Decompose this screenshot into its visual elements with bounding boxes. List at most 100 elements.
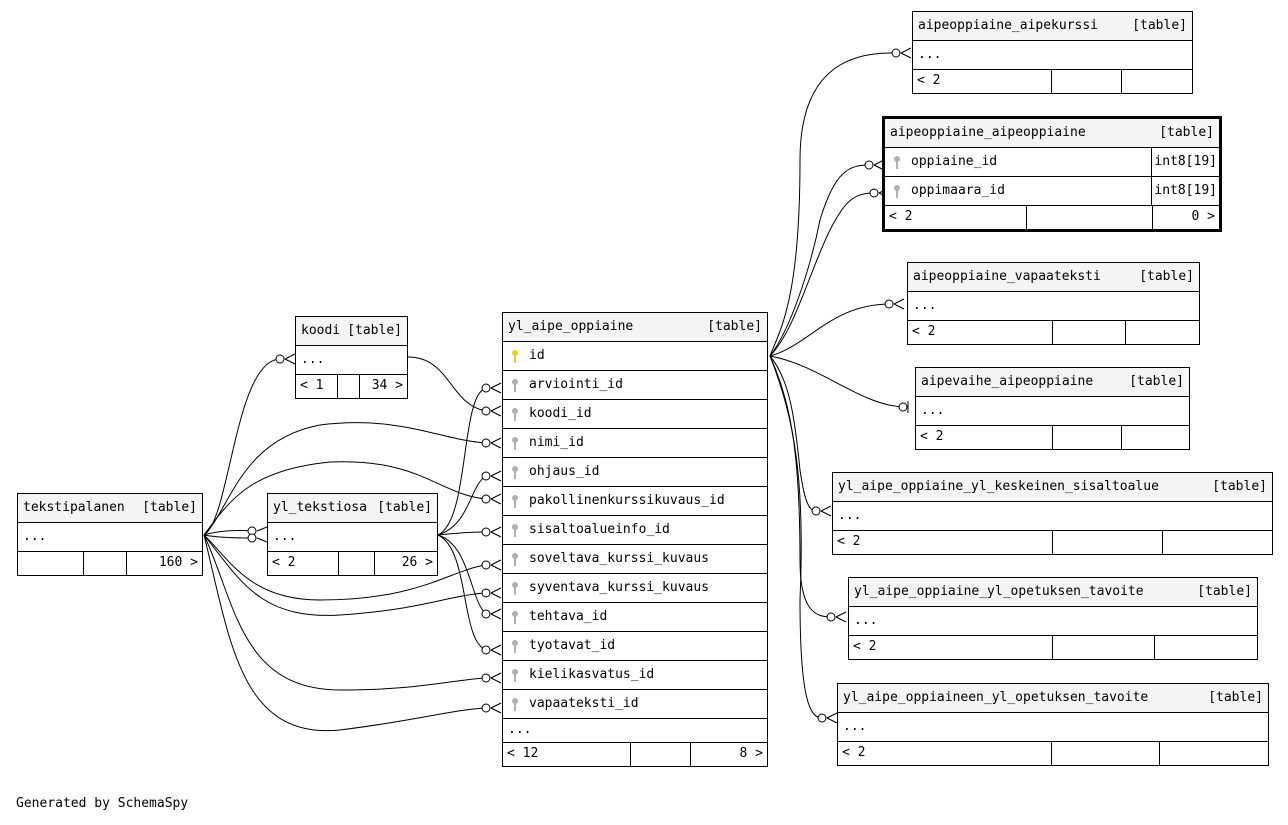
foreign-key-icon (511, 458, 529, 486)
edge-oppiaineen (769, 355, 823, 719)
column-name: sisaltoalueinfo_id (529, 522, 670, 537)
children-count[interactable] (1155, 636, 1257, 659)
column-row[interactable]: arviointi_id (503, 371, 767, 400)
table-header: yl_aipe_oppiaine_yl_keskeinen_sisaltoalu… (833, 473, 1272, 502)
columns-ellipsis: ... (916, 397, 1189, 426)
table-name[interactable]: yl_tekstiosa (273, 500, 367, 515)
children-count[interactable]: 0 > (1191, 209, 1215, 224)
edge-tekstipalanen-nimi (203, 422, 487, 536)
children-count[interactable] (1126, 321, 1199, 344)
table-name[interactable]: aipeoppiaine_vapaateksti (913, 269, 1101, 284)
table-header: yl_tekstiosa [table] (268, 494, 437, 523)
column-name: syventava_kurssi_kuvaus (529, 580, 710, 595)
edge-tekstiosa-tyotavat (437, 534, 487, 651)
parents-count[interactable]: < 1 (296, 375, 338, 398)
column-row[interactable]: koodi_id (503, 400, 767, 429)
children-count[interactable] (1122, 70, 1192, 93)
parents-count[interactable]: < 2 (916, 426, 1053, 449)
table-aipeoppiaine-aipeoppiaine[interactable]: aipeoppiaine_aipeoppiaine [table] oppiai… (882, 116, 1222, 232)
edge-tekstiosa-arviointi (437, 387, 487, 536)
table-header: koodi [table] (296, 317, 407, 346)
table-tag: [table] (1139, 269, 1194, 284)
column-type: int8[19] (1151, 177, 1219, 205)
column-row[interactable]: tehtava_id (503, 603, 767, 632)
foreign-key-icon (511, 516, 529, 544)
children-count[interactable] (1163, 531, 1272, 554)
table-tag: [table] (707, 319, 762, 334)
table-name[interactable]: aipeoppiaine_aipekurssi (918, 18, 1099, 33)
table-yl-aipe-oppiaine-yl-opetuksen-tavoite[interactable]: yl_aipe_oppiaine_yl_opetuksen_tavoite [t… (848, 577, 1258, 660)
column-name: nimi_id (529, 435, 584, 450)
table-yl-aipe-oppiaineen-yl-opetuksen-tavoite[interactable]: yl_aipe_oppiaineen_yl_opetuksen_tavoite … (837, 683, 1269, 766)
column-row[interactable]: ohjaus_id (503, 458, 767, 487)
table-aipeoppiaine-vapaateksti[interactable]: aipeoppiaine_vapaateksti [table] ... < 2 (907, 262, 1200, 345)
column-type: int8[19] (1151, 148, 1219, 176)
column-row[interactable]: sisaltoalueinfo_id (503, 516, 767, 545)
column-name: arviointi_id (529, 377, 623, 392)
table-tekstipalanen[interactable]: tekstipalanen [table] ... 160 > (17, 493, 203, 576)
column-row[interactable]: syventava_kurssi_kuvaus (503, 574, 767, 603)
table-aipevaihe-aipeoppiaine[interactable]: aipevaihe_aipeoppiaine [table] ... < 2 (915, 367, 1190, 450)
column-row[interactable]: nimi_id (503, 429, 767, 458)
children-count[interactable]: 8 > (739, 746, 763, 761)
table-yl-aipe-oppiaine[interactable]: yl_aipe_oppiaine [table] id arviointi_id… (502, 312, 768, 767)
edge-aipevaihe (769, 355, 904, 408)
footer-middle (84, 552, 127, 575)
children-count[interactable]: 34 > (371, 378, 403, 393)
table-header: aipeoppiaine_aipeoppiaine [table] (885, 119, 1219, 148)
column-row[interactable]: oppimaara_id int8[19] (885, 177, 1219, 206)
edge-tekstiosa-ohjaus (437, 475, 487, 536)
column-name: koodi_id (529, 406, 592, 421)
parents-count[interactable]: < 2 (838, 742, 1052, 765)
parents-count[interactable]: < 2 (885, 206, 1027, 229)
children-count[interactable] (1160, 742, 1268, 765)
table-aipeoppiaine-aipekurssi[interactable]: aipeoppiaine_aipekurssi [table] ... < 2 (912, 11, 1193, 94)
parents-count[interactable]: < 2 (913, 70, 1052, 93)
column-row[interactable]: soveltava_kurssi_kuvaus (503, 545, 767, 574)
table-name[interactable]: yl_aipe_oppiaineen_yl_opetuksen_tavoite (843, 690, 1149, 705)
parents-count[interactable]: < 2 (849, 636, 1053, 659)
table-name[interactable]: aipeoppiaine_aipeoppiaine (890, 125, 1086, 140)
parents-count[interactable]: < 2 (268, 552, 339, 575)
column-row[interactable]: pakollinenkurssikuvaus_id (503, 487, 767, 516)
table-name[interactable]: yl_aipe_oppiaine_yl_opetuksen_tavoite (854, 584, 1144, 599)
table-name[interactable]: tekstipalanen (23, 500, 125, 515)
table-tag: [table] (142, 500, 197, 515)
table-name[interactable]: koodi (301, 323, 341, 338)
table-header: yl_aipe_oppiaine_yl_opetuksen_tavoite [t… (849, 578, 1257, 607)
footer-middle (1053, 426, 1122, 449)
columns-ellipsis: ... (296, 346, 407, 375)
table-yl-tekstiosa[interactable]: yl_tekstiosa [table] ... < 2 26 > (267, 493, 438, 576)
table-header: aipeoppiaine_aipekurssi [table] (913, 12, 1192, 41)
edge-tekstipalanen-pakollinen (203, 461, 487, 536)
foreign-key-icon (511, 371, 529, 399)
parents-count[interactable]: < 12 (503, 743, 631, 766)
children-count[interactable]: 26 > (401, 555, 433, 570)
column-row[interactable]: tyotavat_id (503, 632, 767, 661)
columns-ellipsis: ... (838, 713, 1268, 742)
column-row[interactable]: oppiaine_id int8[19] (885, 148, 1219, 177)
parents-count[interactable] (18, 552, 84, 575)
parents-count[interactable]: < 2 (833, 531, 1053, 554)
edge-end-markers (247, 48, 908, 723)
table-koodi[interactable]: koodi [table] ... < 1 34 > (295, 316, 408, 399)
table-yl-aipe-oppiaine-yl-keskeinen-sisaltoalue[interactable]: yl_aipe_oppiaine_yl_keskeinen_sisaltoalu… (832, 472, 1273, 555)
primary-key-icon (511, 342, 529, 370)
footer-middle (1052, 742, 1160, 765)
column-row[interactable]: kielikasvatus_id (503, 661, 767, 690)
foreign-key-icon (893, 177, 911, 205)
table-name[interactable]: aipevaihe_aipeoppiaine (921, 374, 1094, 389)
footer-middle (338, 375, 360, 398)
table-footer: 160 > (18, 552, 202, 575)
table-footer: < 12 8 > (503, 743, 767, 766)
column-name: soveltava_kurssi_kuvaus (529, 551, 710, 566)
parents-count[interactable]: < 2 (908, 321, 1053, 344)
column-row[interactable]: vapaateksti_id (503, 690, 767, 719)
foreign-key-icon (511, 603, 529, 631)
children-count[interactable] (1122, 426, 1189, 449)
table-name[interactable]: yl_aipe_oppiaine_yl_keskeinen_sisaltoalu… (838, 479, 1159, 494)
children-count[interactable]: 160 > (158, 555, 198, 570)
column-row[interactable]: id (503, 342, 767, 371)
table-name[interactable]: yl_aipe_oppiaine (508, 319, 634, 334)
